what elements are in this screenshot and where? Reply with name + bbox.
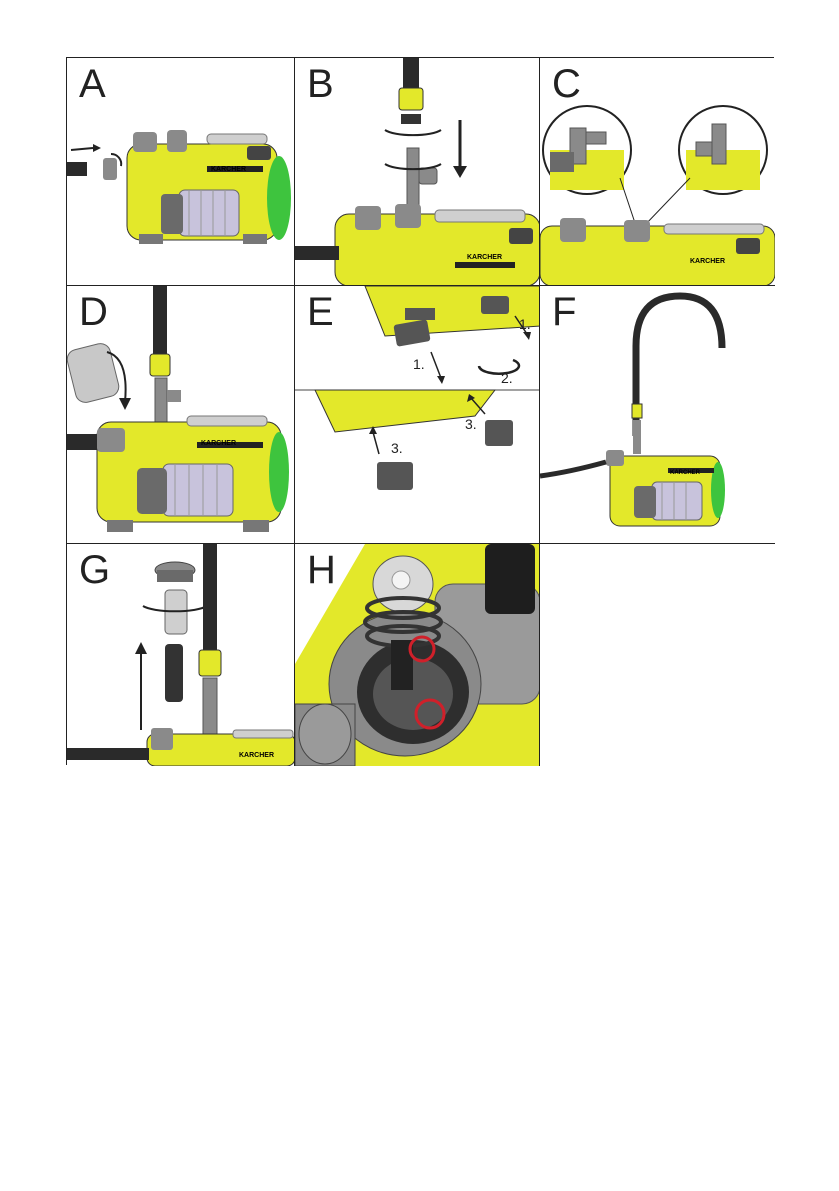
panel-b: B KARCHER	[295, 58, 540, 286]
step-label-1a: 1.	[413, 356, 425, 372]
panel-c: C KARCHER	[540, 58, 775, 286]
panel-letter-a: A	[79, 64, 106, 104]
panel-f: F KARCHER	[540, 286, 775, 544]
brand-logo-f: KARCHER	[670, 470, 700, 476]
instruction-grid: A KARCHER B	[66, 57, 774, 765]
step-label-1b: 1.	[519, 316, 531, 332]
step-label-3b: 3.	[465, 416, 477, 432]
brand-logo-c: KARCHER	[690, 258, 725, 265]
panel-d: D KARCHER	[67, 286, 295, 544]
step-label-2: 2.	[501, 370, 513, 386]
panel-empty	[540, 544, 775, 766]
panel-letter-g: G	[79, 550, 110, 590]
panel-g: G KARCHER	[67, 544, 295, 766]
panel-e: E 1. 1. 2. 3. 3.	[295, 286, 540, 544]
panel-letter-f: F	[552, 292, 576, 332]
panel-h: H	[295, 544, 540, 766]
brand-logo-d: KARCHER	[201, 440, 236, 447]
panel-a: A KARCHER	[67, 58, 295, 286]
panel-letter-b: B	[307, 64, 334, 104]
panel-letter-d: D	[79, 292, 108, 332]
panel-letter-h: H	[307, 550, 336, 590]
panel-letter-e: E	[307, 292, 334, 332]
brand-logo-g: KARCHER	[239, 752, 274, 759]
panel-letter-c: C	[552, 64, 581, 104]
brand-logo-b: KARCHER	[467, 254, 502, 261]
brand-logo-a: KARCHER	[211, 166, 246, 173]
step-label-3a: 3.	[391, 440, 403, 456]
